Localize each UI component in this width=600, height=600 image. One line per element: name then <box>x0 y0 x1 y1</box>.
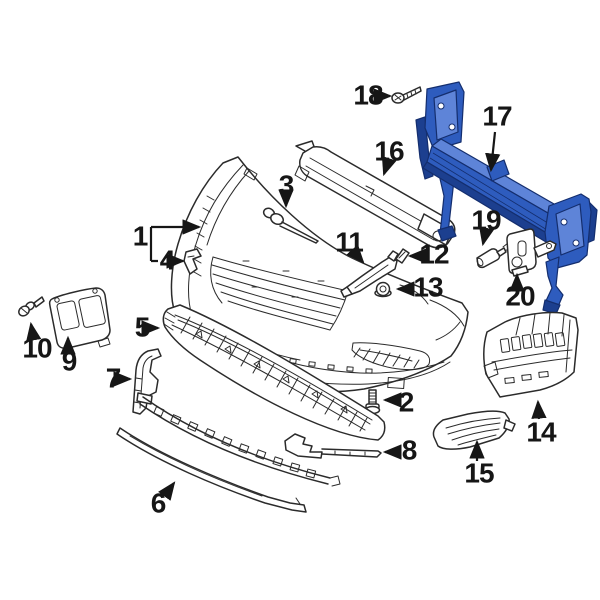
callout-label-20[interactable]: 20 <box>505 280 536 311</box>
callout-label-9[interactable]: 9 <box>62 345 78 376</box>
part-11-bracket[interactable] <box>340 250 399 298</box>
part-13-nut[interactable] <box>374 281 392 298</box>
callout-label-15[interactable]: 15 <box>464 457 495 488</box>
callout-label-17[interactable]: 17 <box>482 100 513 131</box>
part-9-license-bracket[interactable] <box>48 287 111 349</box>
part-8-trim-strip[interactable] <box>284 433 382 459</box>
callout-label-19[interactable]: 19 <box>471 204 502 235</box>
callout-label-14[interactable]: 14 <box>526 416 558 447</box>
callout-arrows <box>26 88 547 501</box>
part-14-side-bracket[interactable] <box>483 311 579 398</box>
callout-label-16[interactable]: 16 <box>374 135 405 166</box>
callout-label-5[interactable]: 5 <box>135 311 151 342</box>
callout-label-12[interactable]: 12 <box>419 238 450 269</box>
callout-label-1[interactable]: 1 <box>133 220 149 251</box>
part-17-impact-bar-highlighted[interactable] <box>415 81 598 315</box>
callout-label-6[interactable]: 6 <box>151 487 167 518</box>
callout-labels: 1 2 3 4 5 6 7 8 9 10 11 12 13 14 15 16 1… <box>22 79 558 518</box>
callout-label-2[interactable]: 2 <box>399 386 415 417</box>
part-12-clip[interactable] <box>395 248 410 264</box>
callout-label-8[interactable]: 8 <box>402 434 418 465</box>
part-18-bolt[interactable] <box>391 86 422 104</box>
part-3-pin-screw[interactable] <box>262 207 319 244</box>
callout-label-10[interactable]: 10 <box>22 332 53 363</box>
callout-label-18[interactable]: 18 <box>353 79 384 110</box>
part-6-lip-spoiler[interactable] <box>116 427 307 513</box>
part-5-grille[interactable] <box>162 304 386 441</box>
callout-label-4[interactable]: 4 <box>160 244 177 275</box>
part-10-screw[interactable] <box>17 296 45 318</box>
callout-label-3[interactable]: 3 <box>279 169 295 200</box>
part-7-lower-grille-frame[interactable] <box>132 348 341 487</box>
callout-label-7[interactable]: 7 <box>106 362 122 393</box>
callout-label-11[interactable]: 11 <box>335 226 364 257</box>
callout-label-13[interactable]: 13 <box>413 271 444 302</box>
part-15-fog-cover[interactable] <box>432 410 516 450</box>
part-19-sensor[interactable] <box>476 242 511 269</box>
